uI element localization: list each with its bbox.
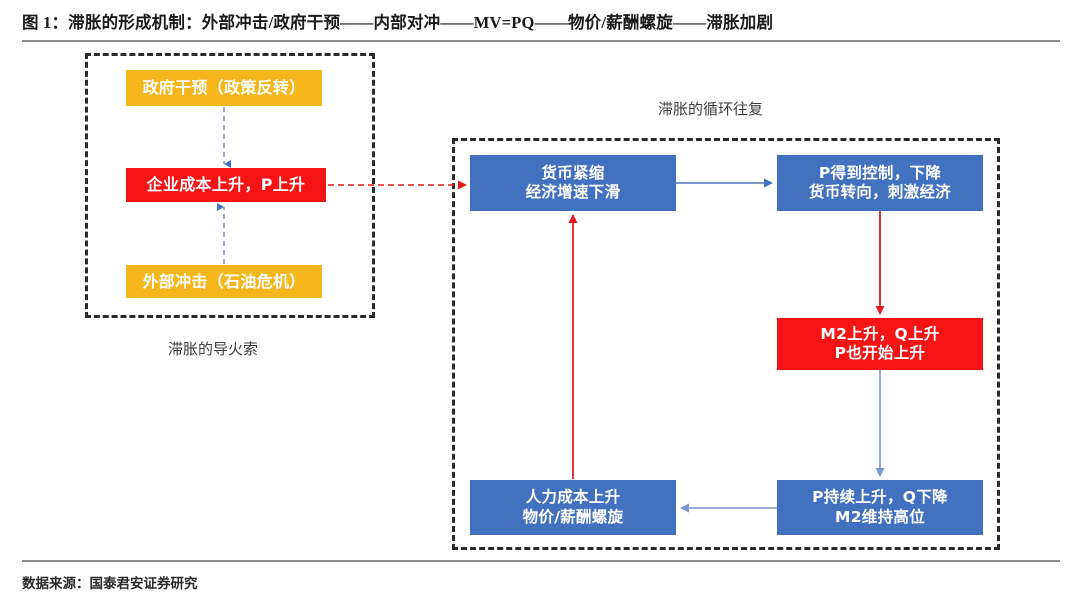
node-government-intervention[interactable]: 政府干预（政策反转）	[126, 70, 322, 106]
node-government-intervention-line1: 政府干预（政策反转）	[142, 78, 306, 97]
node-external-shock-line1: 外部冲击（石油危机）	[142, 271, 306, 291]
node-monetary-tightening-line1: 货币紧缩	[541, 163, 605, 182]
node-enterprise-cost-line1: 企业成本上升，P上升	[146, 175, 306, 194]
node-labor-cost-spiral-line1: 人力成本上升	[525, 488, 621, 507]
node-monetary-tightening[interactable]: 货币紧缩 经济增速下滑	[470, 155, 676, 211]
group-caption-cycle: 滞胀的循环往复	[658, 100, 764, 118]
node-monetary-tightening-line2: 经济增速下滑	[525, 183, 621, 201]
node-p-continues-rising-line1: P持续上升，Q下降	[812, 488, 948, 507]
figure-title-bar: 图 1：滞胀的形成机制：外部冲击/政府干预——内部对冲——MV=PQ——物价/薪…	[0, 0, 1080, 44]
group-caption-trigger: 滞胀的导火索	[168, 340, 259, 358]
node-p-continues-rising[interactable]: P持续上升，Q下降 M2维持高位	[777, 480, 983, 535]
node-p-controlled-line2: 货币转向，刺激经济	[808, 183, 952, 201]
node-labor-cost-spiral[interactable]: 人力成本上升 物价/薪酬螺旋	[470, 480, 676, 535]
node-m2-rising[interactable]: M2上升，Q上升 P也开始上升	[777, 318, 983, 370]
node-m2-rising-line1: M2上升，Q上升	[820, 324, 940, 343]
title-divider	[22, 40, 1060, 42]
page-title: 图 1：滞胀的形成机制：外部冲击/政府干预——内部对冲——MV=PQ——物价/薪…	[22, 13, 774, 32]
node-labor-cost-spiral-line2: 物价/薪酬螺旋	[522, 507, 624, 526]
node-external-shock[interactable]: 外部冲击（石油危机）	[126, 265, 322, 298]
node-p-controlled[interactable]: P得到控制，下降 货币转向，刺激经济	[777, 155, 983, 211]
node-m2-rising-line2: P也开始上升	[834, 344, 926, 362]
data-source-label: 数据来源：国泰君安证券研究	[22, 576, 198, 591]
node-p-controlled-line1: P得到控制，下降	[818, 163, 942, 182]
node-p-continues-rising-line2: M2维持高位	[834, 507, 925, 526]
group-box-cycle	[452, 138, 1000, 550]
footer-divider	[22, 560, 1060, 562]
node-enterprise-cost[interactable]: 企业成本上升，P上升	[126, 168, 326, 202]
